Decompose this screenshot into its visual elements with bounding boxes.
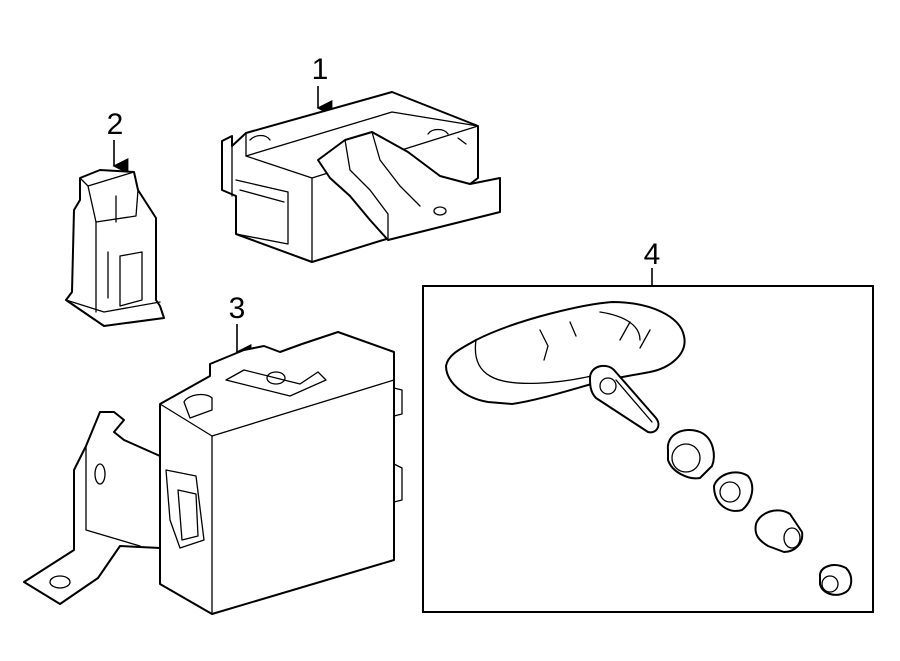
part-4-tpms-sensor (445, 301, 686, 434)
part-4-grommet (666, 429, 715, 480)
part-4-nut (754, 509, 804, 553)
callout-4-label: 4 (643, 238, 661, 271)
part-4-frame (422, 285, 874, 613)
part-4-cap (819, 564, 853, 596)
callout-1-label: 1 (311, 53, 329, 86)
part-4-washer (713, 471, 754, 512)
part-3-control-unit (23, 331, 403, 615)
part-2-connector (65, 169, 165, 327)
callout-2-label: 2 (106, 108, 124, 141)
leader-lines (112, 86, 653, 360)
callout-3-label: 3 (228, 292, 246, 325)
part-1-receiver (221, 91, 501, 263)
